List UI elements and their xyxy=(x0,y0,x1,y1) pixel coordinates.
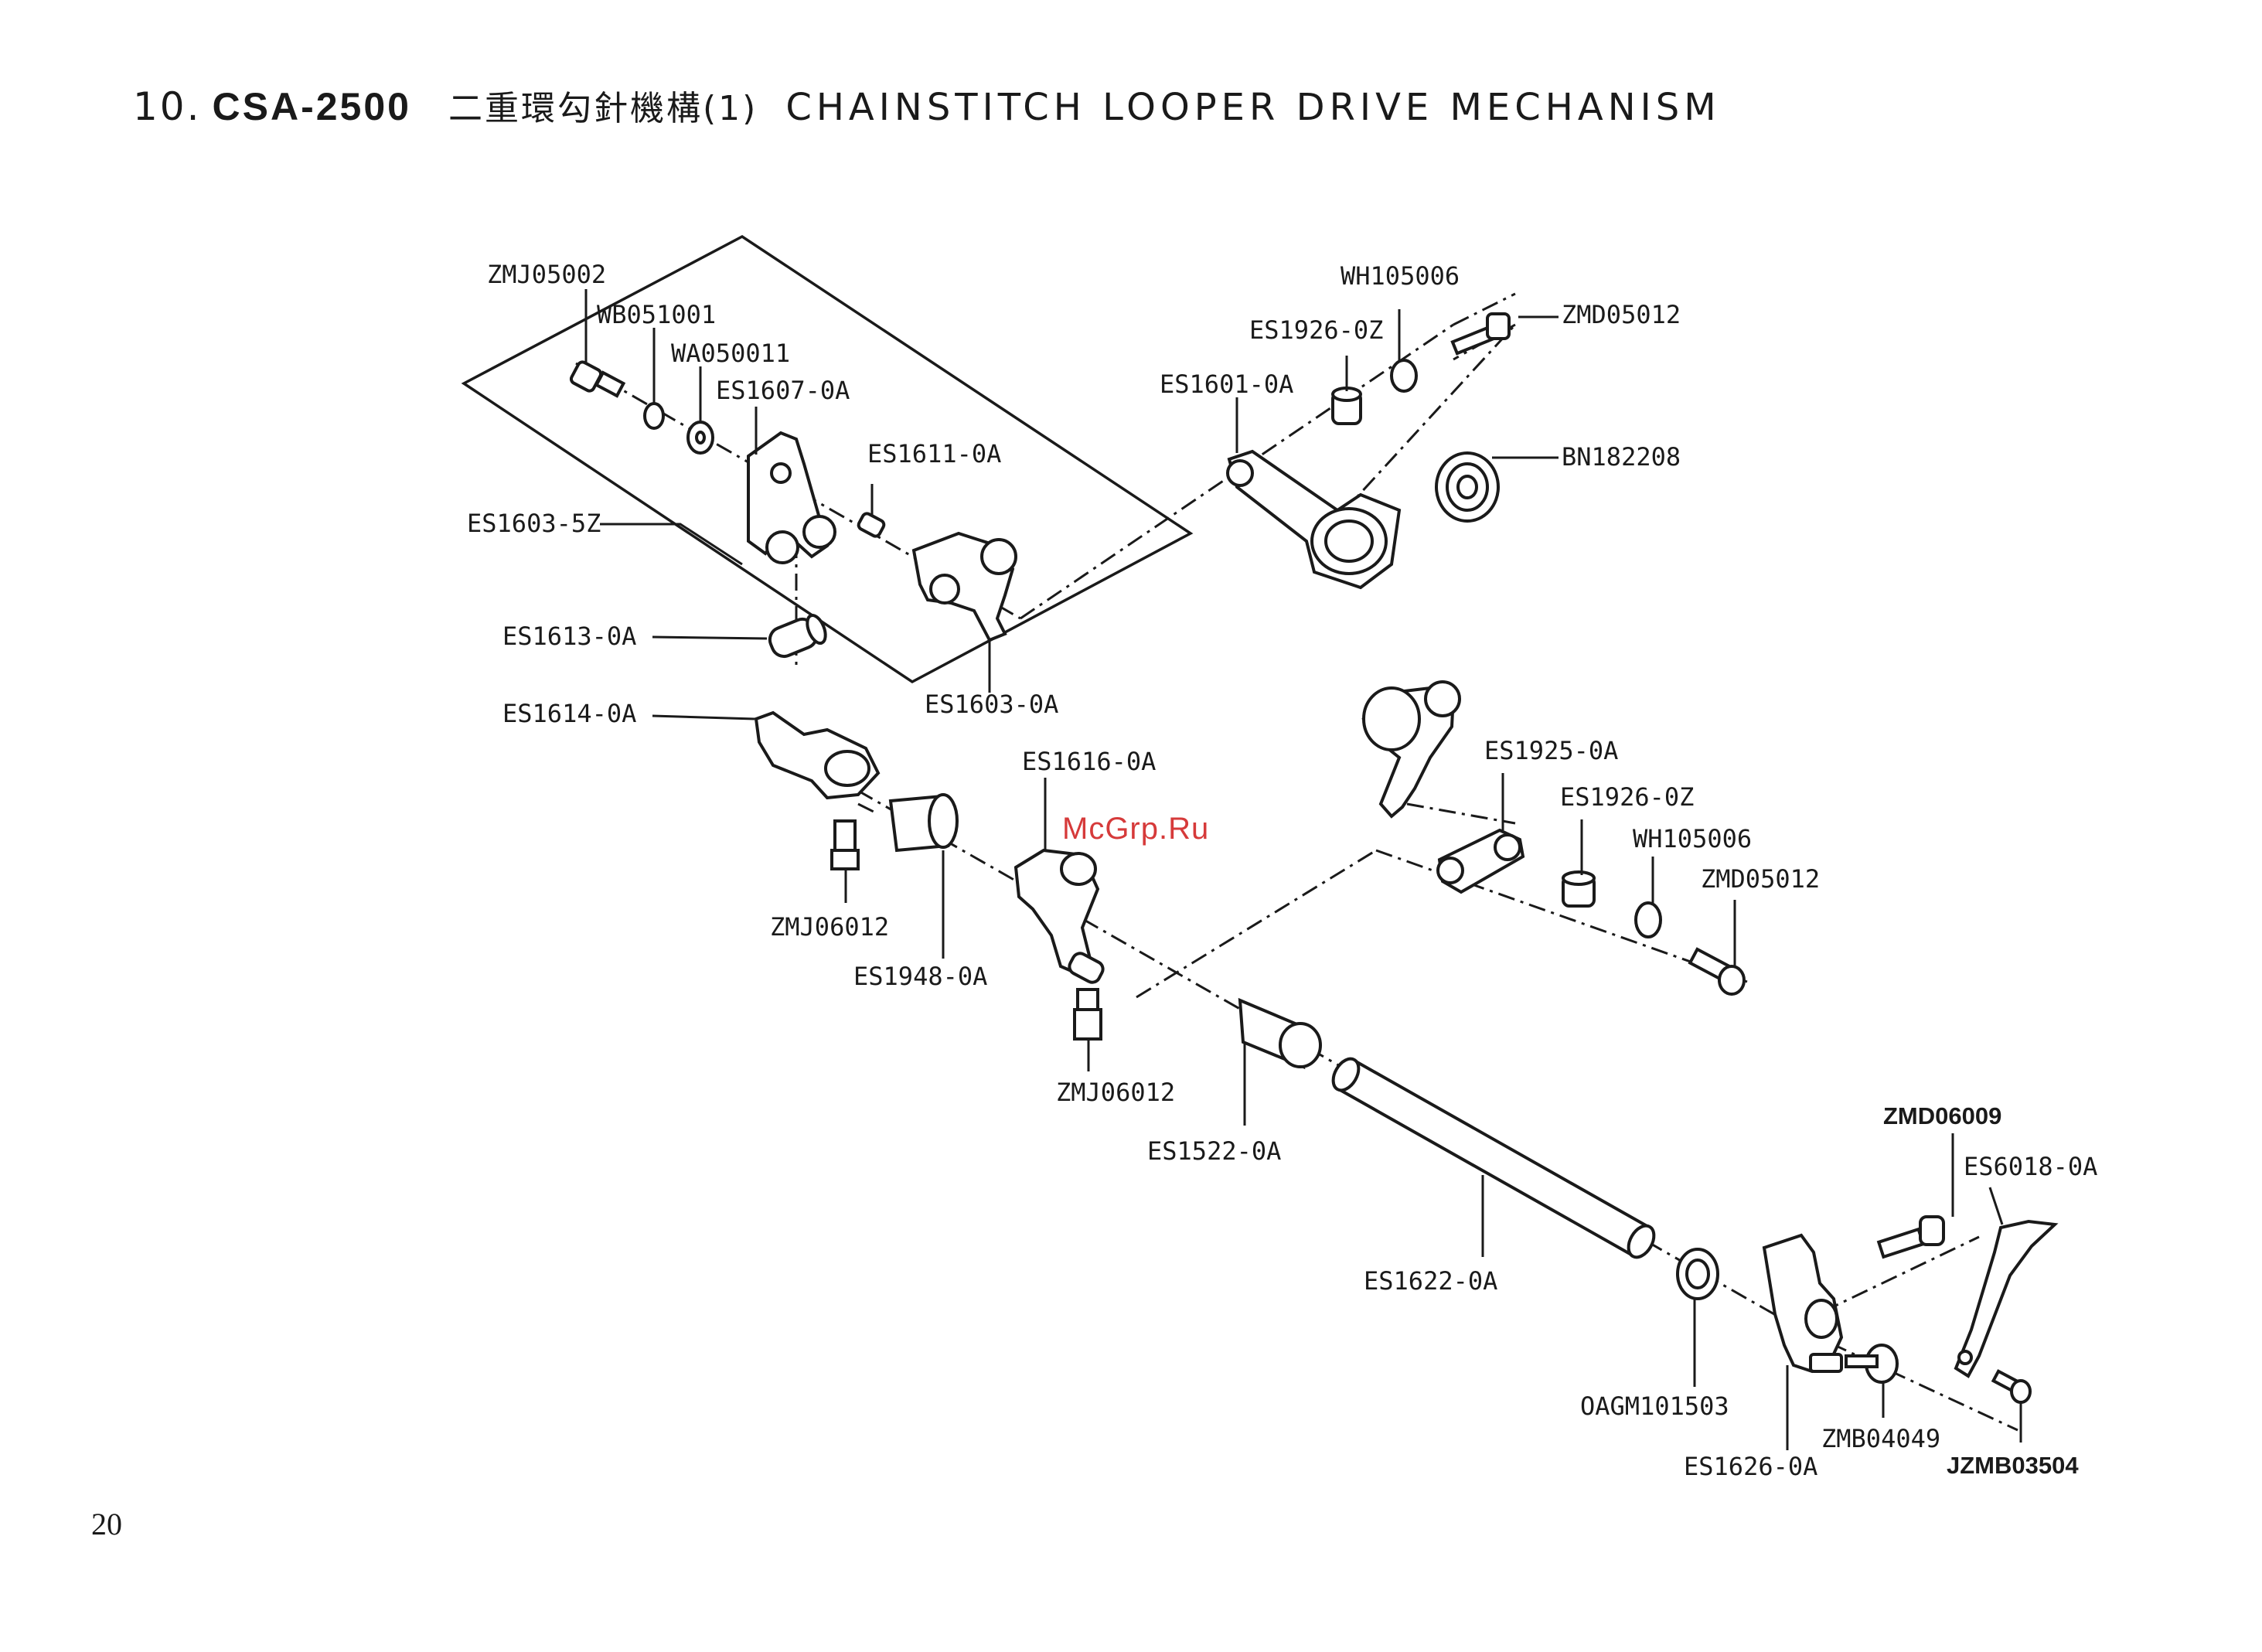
thumb-screw-zmb04049 xyxy=(1845,1344,1899,1384)
screw-zmj05002 xyxy=(569,360,626,398)
part-label: ZMD06009 xyxy=(1883,1102,2001,1129)
bushing-es1926-0z xyxy=(1562,870,1596,908)
washer-wh105006 xyxy=(1390,359,1418,393)
part-label: ES1603-0A xyxy=(925,690,1058,719)
part-label: ES1522-0A xyxy=(1147,1136,1281,1166)
part-label: ES1603-5Z xyxy=(467,509,601,538)
part-label: ES1925-0A xyxy=(1484,736,1618,765)
shaft-es1622-0a xyxy=(1331,1057,1656,1259)
part-label: WH105006 xyxy=(1341,261,1460,291)
screw-es1611-0a xyxy=(857,512,886,538)
model-name: CSA-2500 xyxy=(212,85,411,128)
part-label: WA050011 xyxy=(671,339,790,368)
part-label: ZMB04049 xyxy=(1821,1424,1940,1453)
part-label: ES1926-0Z xyxy=(1249,315,1383,345)
part-label: ES1626-0A xyxy=(1684,1452,1817,1481)
part-label: ES6018-0A xyxy=(1964,1152,2097,1181)
part-label: OAGM101503 xyxy=(1580,1391,1729,1421)
part-label: ES1611-0A xyxy=(867,439,1001,468)
part-label: ZMJ06012 xyxy=(1056,1078,1175,1107)
watermark: McGrp.Ru xyxy=(1062,812,1210,846)
screw-zmj06012 xyxy=(830,819,860,870)
part-label: WB051001 xyxy=(597,300,716,329)
blade-es6018-0a xyxy=(1954,1219,2059,1378)
clamp-arm-es1614-0a xyxy=(754,710,881,800)
part-label: WH105006 xyxy=(1633,824,1752,853)
part-label: ZMD05012 xyxy=(1562,300,1681,329)
subassembly-outline xyxy=(461,234,1194,684)
bushing-es1948-0a xyxy=(888,793,959,853)
title-english: CHAINSTITCH LOOPER DRIVE MECHANISM xyxy=(785,86,1721,129)
part-label: ES1613-0A xyxy=(502,622,636,651)
rocker-arm-es1616-0a xyxy=(1013,848,1105,984)
bushing-es1926-0z xyxy=(1331,387,1362,425)
part-label: BN182208 xyxy=(1562,442,1681,472)
bracket-es1607-0a xyxy=(747,431,836,564)
part-label: ZMJ06012 xyxy=(770,912,889,942)
part-label: ES1607-0A xyxy=(716,376,850,405)
page-number: 20 xyxy=(91,1507,122,1541)
part-label: ZMJ05002 xyxy=(487,260,606,289)
screw-zmd05012 xyxy=(1688,947,1746,996)
bearing-bn182208 xyxy=(1435,451,1500,523)
ring-oagm101503 xyxy=(1676,1248,1719,1300)
part-label: ES1622-0A xyxy=(1364,1266,1497,1296)
washer-wb051001 xyxy=(643,402,665,430)
connecting-rod-es1601-0a xyxy=(1226,449,1402,590)
part-label: ES1926-0Z xyxy=(1560,782,1694,812)
part-label: JZMB03504 xyxy=(1947,1452,2079,1479)
looper-holder-es1626-0a xyxy=(1762,1233,1844,1374)
screw-zmd06009 xyxy=(1876,1215,1945,1259)
screw-jzmb03504 xyxy=(1991,1369,2032,1404)
part-label: ES1948-0A xyxy=(853,962,987,991)
part-label: ES1601-0A xyxy=(1160,370,1293,399)
section-number: 10. xyxy=(133,84,202,129)
bushing-es1522-0a xyxy=(1238,997,1322,1070)
crank-es1603-0a xyxy=(911,531,1017,642)
page-header: 10. CSA-2500 二重環勾針機構(1) CHAINSTITCH LOOP… xyxy=(133,80,1721,130)
pin-es1613-0a xyxy=(768,613,827,659)
washer-wh105006 xyxy=(1634,901,1662,938)
screw-zmd05012 xyxy=(1450,312,1511,356)
part-label: ES1614-0A xyxy=(502,699,636,728)
part-label: ZMD05012 xyxy=(1701,864,1820,894)
leader-lines xyxy=(584,289,2022,1450)
crank-es1925-0a xyxy=(1361,680,1525,894)
part-label: ES1616-0A xyxy=(1022,747,1156,776)
title-chinese: 二重環勾針機構(1) xyxy=(448,89,758,128)
screw-zmj06012 xyxy=(1073,988,1102,1041)
